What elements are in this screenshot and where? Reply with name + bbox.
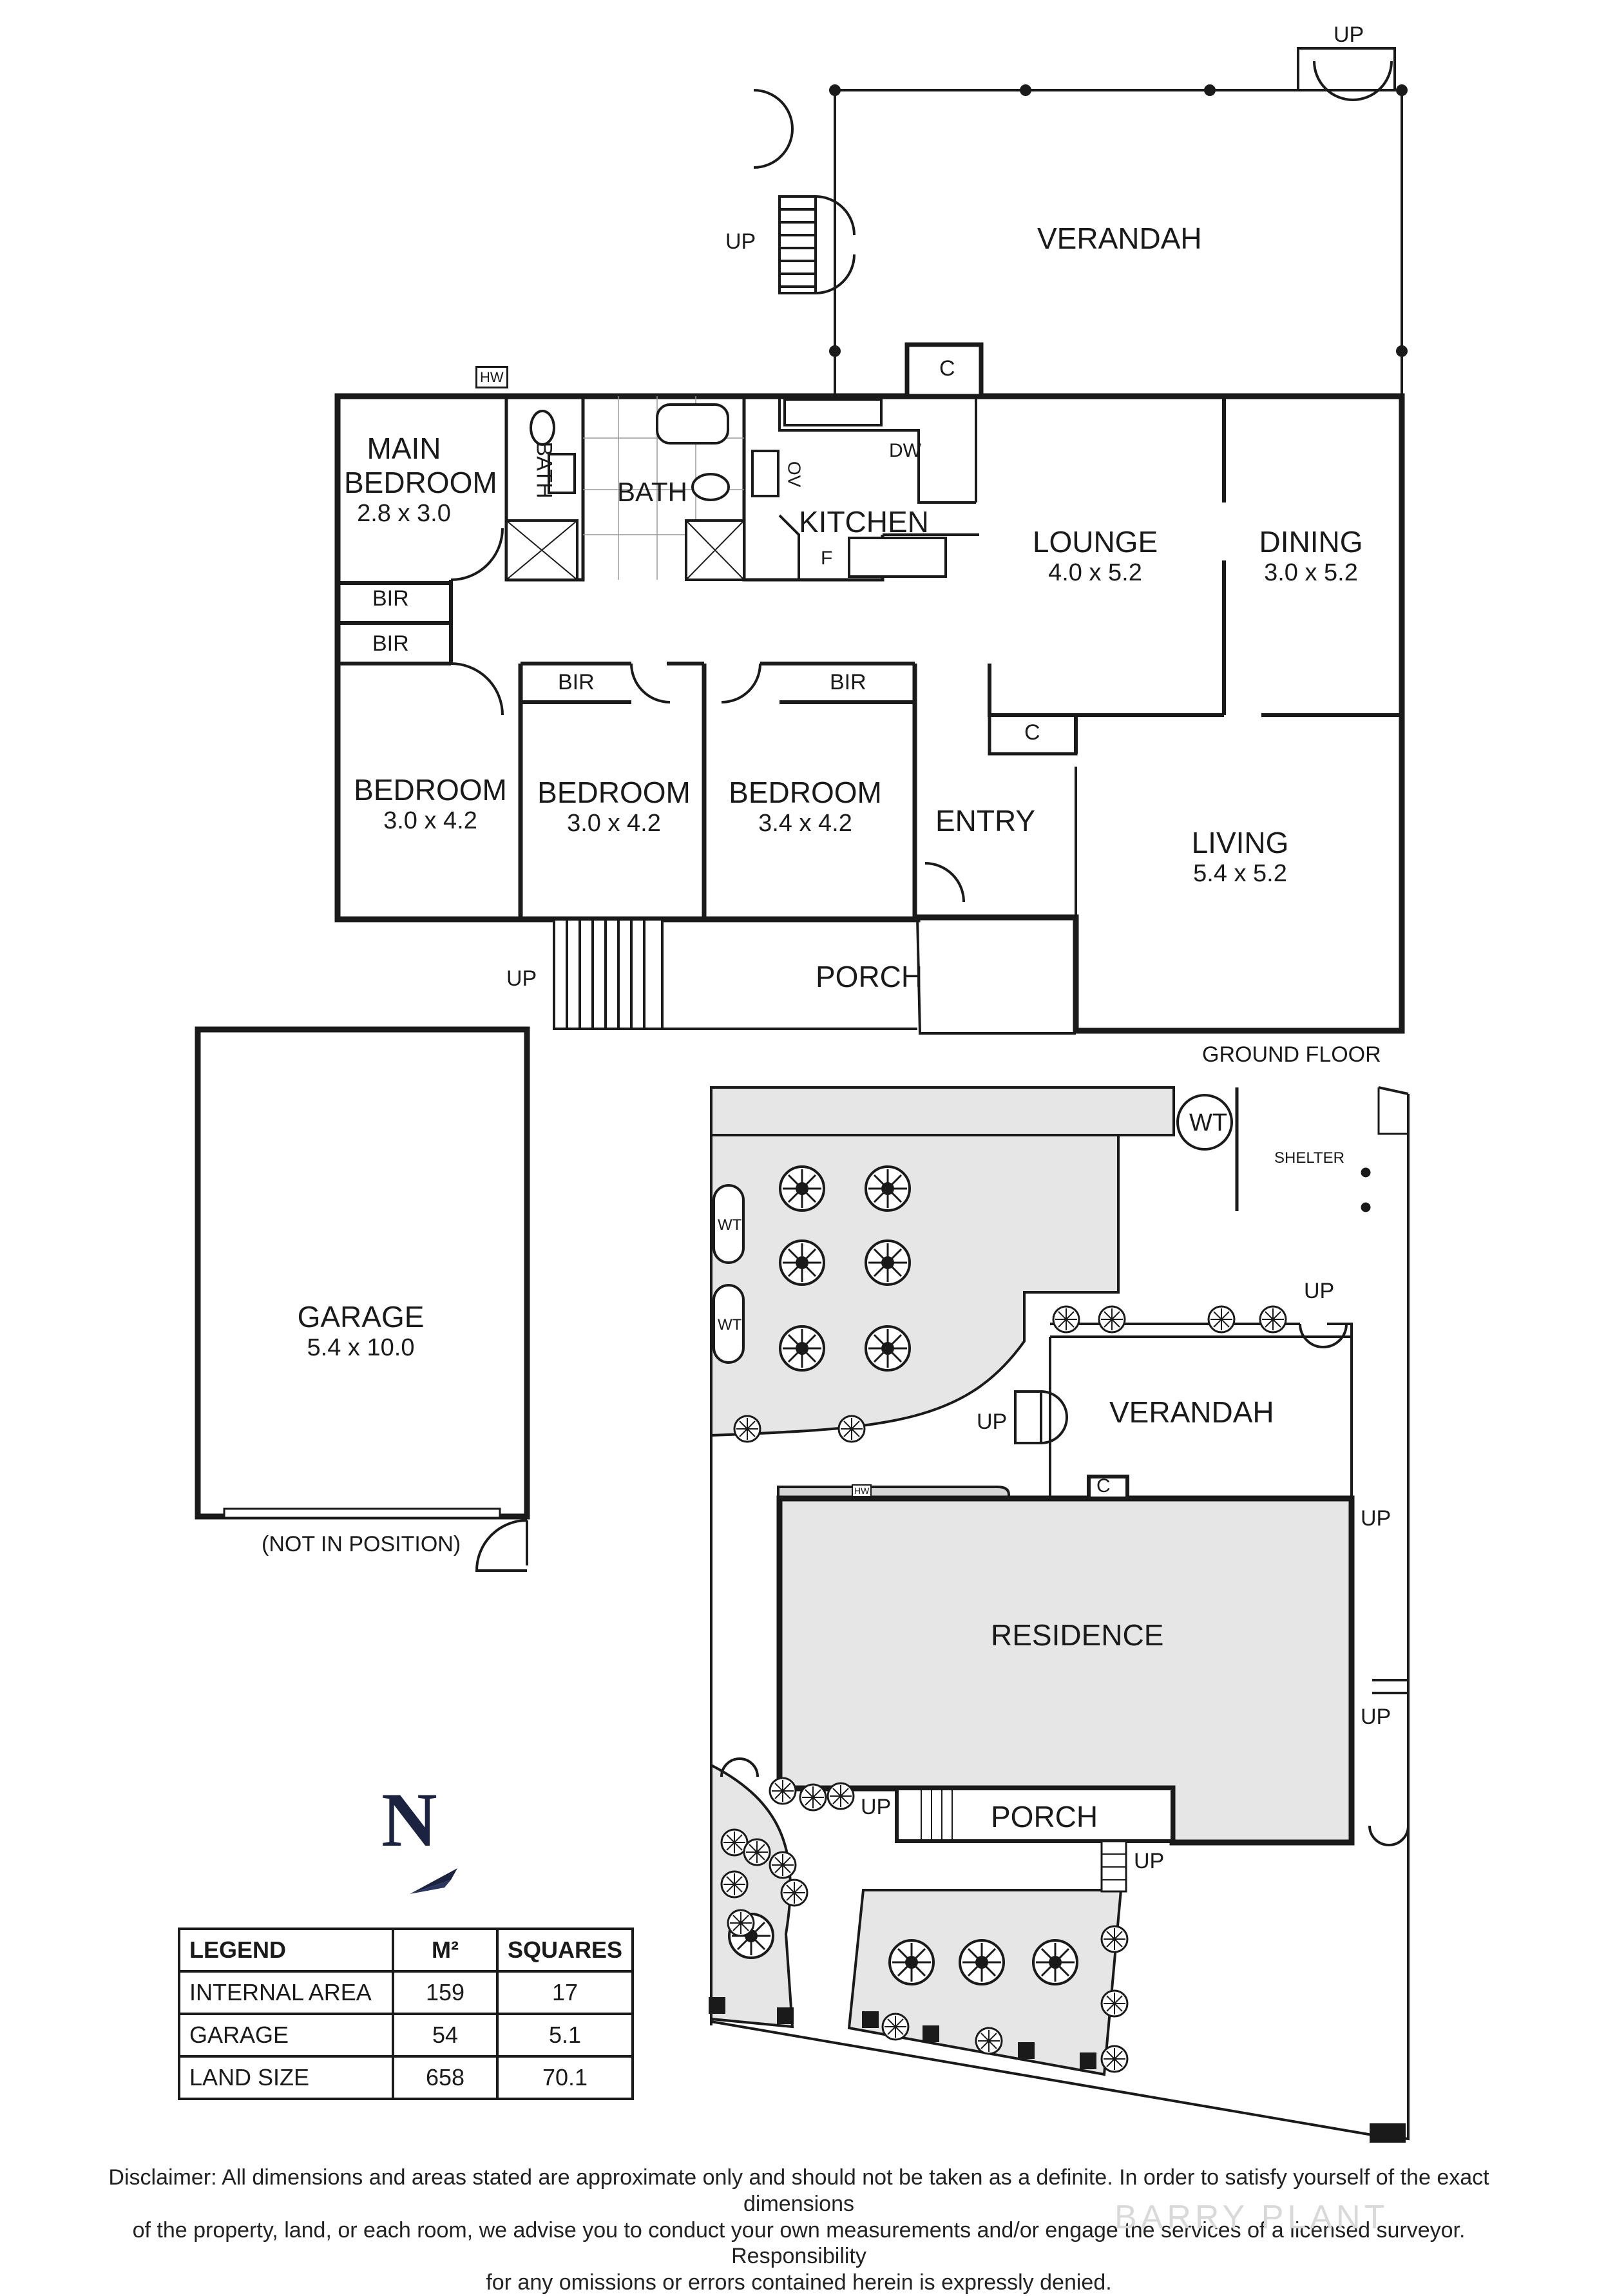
- boundary-posts: [709, 1997, 1406, 2143]
- site-hot-water-label: HW: [852, 1484, 872, 1498]
- room-dining: DINING 3.0 x 5.2: [1230, 525, 1391, 588]
- main-bedroom-label-line2: BEDROOM: [344, 465, 497, 499]
- disclaimer-line: of the property, land, or each room, we …: [132, 2217, 1466, 2269]
- bedroom-4-label: BEDROOM: [729, 776, 882, 809]
- room-bedroom-4: BEDROOM 3.4 x 4.2: [709, 776, 902, 838]
- lounge-label: LOUNGE: [1032, 525, 1158, 559]
- room-ensuite-bath: BATH: [531, 441, 557, 499]
- site-up-2: UP: [977, 1410, 1008, 1434]
- legend-row: LAND SIZE 658 70.1: [178, 2055, 635, 2100]
- label-up-porch: UP: [506, 966, 537, 991]
- watermark-logo: BARRY PLANT: [1114, 2199, 1389, 2236]
- room-living: LIVING 5.4 x 5.2: [1160, 826, 1321, 888]
- site-up-6: UP: [1134, 1849, 1165, 1873]
- shelter: [1176, 1087, 1408, 1212]
- room-bedroom-3: BEDROOM 3.0 x 4.2: [525, 776, 703, 838]
- main-bedroom-dimensions: 2.8 x 3.0: [357, 499, 451, 527]
- room-main-bedroom: MAIN BEDROOM 2.8 x 3.0: [344, 432, 497, 528]
- site-shelter-label: SHELTER: [1274, 1149, 1344, 1167]
- site-up-5: UP: [861, 1795, 892, 1819]
- garage-dimensions: 5.4 x 10.0: [307, 1334, 415, 1361]
- lounge-dimensions: 4.0 x 5.2: [1048, 559, 1142, 586]
- legend-header-row: LEGEND M² SQUARES: [178, 1928, 635, 1973]
- room-kitchen: KITCHEN: [799, 505, 929, 539]
- legend-row-squares: 5.1: [495, 2013, 635, 2058]
- label-cupboard-verandah: C: [939, 356, 955, 381]
- disclaimer-line: Disclaimer: All dimensions and areas sta…: [108, 2165, 1489, 2216]
- verandah-outline: [553, 47, 1408, 1031]
- label-bir-2: BIR: [372, 631, 409, 656]
- legend-row: INTERNAL AREA 159 17: [178, 1970, 635, 2015]
- bathroom-fixtures: [505, 398, 947, 581]
- legend-row-m2: 658: [392, 2055, 499, 2100]
- room-lounge: LOUNGE 4.0 x 5.2: [1005, 525, 1185, 588]
- living-dimensions: 5.4 x 5.2: [1193, 859, 1287, 887]
- legend-row-squares: 70.1: [495, 2055, 635, 2100]
- label-fridge: F: [821, 548, 833, 569]
- label-hot-water: HW: [475, 366, 508, 389]
- living-label: LIVING: [1191, 826, 1289, 859]
- site-verandah: [720, 1323, 1410, 1846]
- room-bedroom-2: BEDROOM 3.0 x 4.2: [341, 773, 519, 836]
- garage-label: GARAGE: [297, 1300, 425, 1334]
- label-oven: OV: [784, 461, 805, 488]
- bedroom-2-dimensions: 3.0 x 4.2: [383, 807, 477, 834]
- label-bir-1: BIR: [372, 586, 409, 611]
- bedroom-4-dimensions: 3.4 x 4.2: [758, 809, 852, 837]
- north-arrow-icon: [410, 1868, 457, 1894]
- room-verandah: VERANDAH: [1037, 222, 1202, 255]
- house-walls: [334, 393, 1405, 1035]
- floor-label: GROUND FLOOR: [1202, 1042, 1381, 1067]
- site-cupboard-label: C: [1096, 1475, 1111, 1497]
- legend-row-label: GARAGE: [178, 2013, 394, 2058]
- dining-dimensions: 3.0 x 5.2: [1264, 559, 1358, 586]
- north-label: N: [381, 1777, 437, 1862]
- kitchen-bench: [778, 396, 976, 580]
- bedroom-3-dimensions: 3.0 x 4.2: [567, 809, 661, 837]
- legend-table: LEGEND M² SQUARES INTERNAL AREA 159 17 G…: [178, 1928, 635, 2100]
- site-up-3: UP: [1361, 1506, 1391, 1531]
- cupboards: [988, 713, 1078, 756]
- dining-label: DINING: [1259, 525, 1363, 559]
- legend-row-squares: 17: [495, 1970, 635, 2015]
- site-water-tank-label-3: WT: [718, 1316, 742, 1334]
- site-water-tank-label-2: WT: [718, 1216, 742, 1234]
- room-entry: ENTRY: [935, 804, 1036, 837]
- disclaimer-line: for any omissions or errors contained he…: [486, 2270, 1112, 2295]
- site-up-1: UP: [1304, 1279, 1335, 1303]
- water-tanks: [712, 1184, 745, 1364]
- legend-header-m2: M²: [392, 1928, 499, 1973]
- bedroom-2-label: BEDROOM: [354, 773, 507, 807]
- site-verandah-label: VERANDAH: [1109, 1395, 1274, 1429]
- label-up-verandah-left: UP: [725, 229, 756, 254]
- site-porch-label: PORCH: [991, 1800, 1098, 1833]
- garage-outline: [195, 1026, 530, 1572]
- legend-row-m2: 159: [392, 1970, 499, 2015]
- main-bedroom-label-line1: MAIN: [367, 432, 441, 465]
- legend-row-label: LAND SIZE: [178, 2055, 394, 2100]
- label-dishwasher: DW: [889, 440, 921, 461]
- room-garage: GARAGE 5.4 x 10.0: [264, 1300, 457, 1363]
- label-cupboard-entry: C: [1024, 720, 1040, 745]
- room-porch: PORCH: [816, 960, 923, 993]
- legend-header-label: LEGEND: [178, 1928, 394, 1973]
- legend-row-m2: 54: [392, 2013, 499, 2058]
- legend-row-label: INTERNAL AREA: [178, 1970, 394, 2015]
- legend-header-squares: SQUARES: [495, 1928, 635, 1973]
- room-bath: BATH: [617, 477, 687, 507]
- label-bir-4: BIR: [830, 670, 866, 694]
- label-bir-3: BIR: [558, 670, 595, 694]
- door-swings: [450, 61, 1393, 903]
- site-residence-label: RESIDENCE: [991, 1618, 1164, 1652]
- bedroom-3-label: BEDROOM: [537, 776, 691, 809]
- legend-row: GARAGE 54 5.1: [178, 2013, 635, 2058]
- garage-note: (NOT IN POSITION): [262, 1532, 461, 1556]
- label-up-verandah-top: UP: [1334, 23, 1364, 47]
- site-up-4: UP: [1361, 1705, 1391, 1729]
- site-water-tank-label: WT: [1189, 1109, 1228, 1136]
